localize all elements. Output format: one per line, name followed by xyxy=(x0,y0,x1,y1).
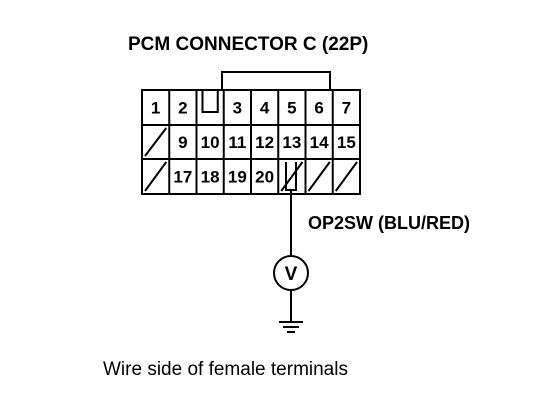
blocked-terminal xyxy=(144,161,168,192)
terminal-7: 7 xyxy=(342,99,351,118)
probe-wire xyxy=(285,162,297,256)
terminal-3: 3 xyxy=(233,99,242,118)
terminal-11: 11 xyxy=(228,133,246,152)
blocked-terminal xyxy=(280,161,304,192)
terminal-10: 10 xyxy=(201,133,220,152)
ground-icon xyxy=(279,321,303,333)
terminal-1: 1 xyxy=(151,99,160,118)
terminal-4: 4 xyxy=(260,99,270,118)
terminal-14: 14 xyxy=(310,133,329,152)
blocked-terminal xyxy=(334,161,358,192)
blocked-terminal xyxy=(144,127,168,157)
terminal-17: 17 xyxy=(173,168,192,187)
terminal-6: 6 xyxy=(314,99,323,118)
footnote: Wire side of female terminals xyxy=(103,359,348,380)
terminal-2: 2 xyxy=(178,99,187,118)
terminal-15: 15 xyxy=(337,133,356,152)
terminal-12: 12 xyxy=(255,133,274,152)
terminal-20: 20 xyxy=(255,168,274,187)
terminal-5: 5 xyxy=(287,99,296,118)
terminal-9: 9 xyxy=(178,133,187,152)
wire-label: OP2SW (BLU/RED) xyxy=(308,213,470,233)
terminal-13: 13 xyxy=(282,133,301,152)
terminal-18: 18 xyxy=(201,168,220,187)
voltmeter-symbol: V xyxy=(285,264,298,285)
connector-title: PCM CONNECTOR C (22P) xyxy=(128,34,368,55)
key-notch xyxy=(201,90,219,113)
blocked-terminal xyxy=(307,161,331,192)
terminal-19: 19 xyxy=(228,168,247,187)
voltmeter-icon: V xyxy=(273,255,309,322)
